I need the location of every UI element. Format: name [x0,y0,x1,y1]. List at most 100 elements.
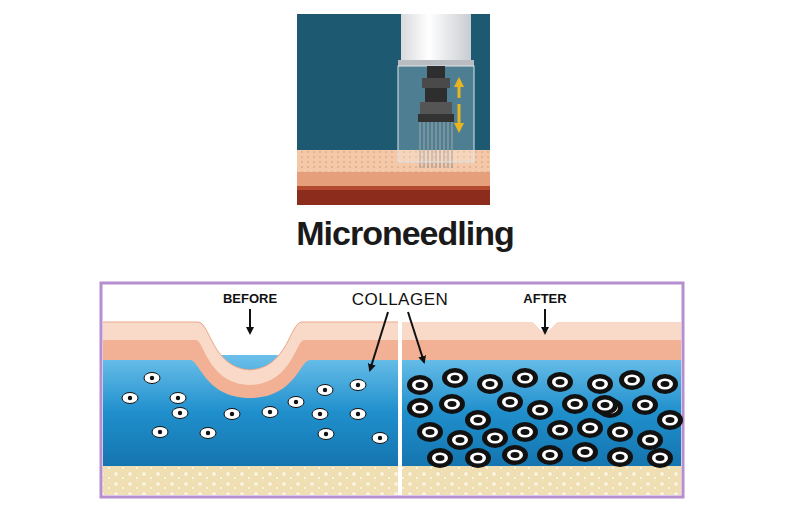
collagen-cell [577,418,603,438]
after-label: AFTER [523,291,566,306]
collagen-cell [417,422,443,442]
collagen-core [506,399,515,405]
collagen-core [556,379,565,385]
collagen-cell [482,428,508,448]
collagen-core [656,455,665,461]
collagen-cell [512,368,538,388]
collagen-core [416,405,425,411]
collagen-ring [582,423,598,434]
collagen-core [294,400,298,404]
collagen-core [378,436,382,440]
collagen-ring [502,397,518,408]
collagen-cell [547,420,573,440]
collagen-core [356,412,360,416]
collagen-ring [652,453,668,464]
collagen-cell [407,375,433,395]
collagen-core [491,435,500,441]
collagen-core [436,455,445,461]
collagen-cell [152,427,168,438]
collagen-ring [552,425,568,436]
collagen-core [474,455,483,461]
collagen-ring [592,379,608,390]
collagen-cell [607,447,633,467]
collagen-ring [642,435,658,446]
collagen-cell [465,410,491,430]
collagen-cell [447,430,473,450]
collagen-cell [350,380,366,391]
collagen-cell [547,372,573,392]
collagen-core [356,383,360,387]
collagen-core [641,402,650,408]
collagen-cell [562,394,588,414]
collagen-cell [597,398,623,418]
collagen-cell [318,429,334,440]
collagen-core [456,437,465,443]
collagen-core [451,375,460,381]
collagen-core [324,432,328,436]
collagen-cell [477,374,503,394]
collagen-cell [288,397,304,408]
collagen-ring [412,380,428,391]
collagen-core [556,427,565,433]
collagen-ring [577,447,593,458]
collagen-cell [647,448,673,468]
collagen-cell [439,394,465,414]
collagen-cell [607,422,633,442]
collagen-core [416,382,425,388]
collagen-cell [407,398,433,418]
collagen-core [323,388,327,392]
collagen-ring [444,399,460,410]
collagen-core [546,452,555,458]
collagen-cell [619,370,645,390]
leader-arrows [250,309,545,370]
collagen-cell [144,373,160,384]
collagen-core [318,412,322,416]
collagen-ring [597,400,613,411]
collagen-cell [657,410,683,430]
collagen-core [511,452,520,458]
collagen-ring [422,427,438,438]
collagen-ring [452,435,468,446]
collagen-cell [465,448,491,468]
collagen-cell [512,422,538,442]
collagen-cell [572,442,598,462]
collagen-cell [350,409,366,420]
collagen-core [128,396,132,400]
collagen-ring [470,415,486,426]
collagen-core [178,411,182,415]
collagen-cell [170,393,186,404]
collagen-cell [527,400,553,420]
title: Microneedling [0,214,810,253]
collagen-core [666,417,675,423]
collagen-ring [542,450,558,461]
collagen-cell [122,393,138,404]
collagen-ring [470,453,486,464]
collagen-core [646,437,655,443]
collagen-ring [532,405,548,416]
collagen-core [474,417,483,423]
collagen-cell [172,408,188,419]
collagen-cell [632,395,658,415]
collagen-ring [612,427,628,438]
collagen-cell [637,430,663,450]
collagen-core [571,401,580,407]
before-label: BEFORE [223,291,277,306]
collagen-core [616,429,625,435]
collagen-ring [517,427,533,438]
collagen-ring [507,450,523,461]
collagen-cell [497,392,523,412]
collagen-ring [412,403,428,414]
collagen-cell [372,433,388,444]
collagen-core [596,381,605,387]
collagen-core [158,430,162,434]
collagen-ring [662,415,678,426]
collagen-cell [592,395,618,415]
collagen-cell [224,409,240,420]
collagen-ring [517,373,533,384]
collagen-core [486,381,495,387]
collagen-cell [537,445,563,465]
collagen-core [448,401,457,407]
collagen-core [586,425,595,431]
collagen-ring [482,379,498,390]
